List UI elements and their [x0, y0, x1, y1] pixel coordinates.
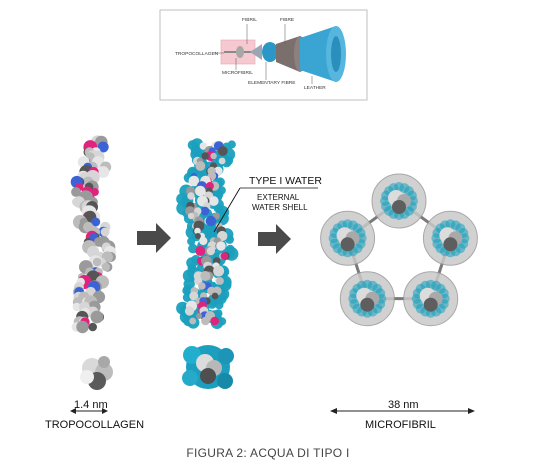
microfibril-ring	[320, 173, 478, 327]
water-molecule	[227, 140, 236, 149]
hierarchy-inset: TROPOCOLLAGEN FIBRIL FIBRE MICROFIBRIL E…	[159, 9, 368, 101]
helix-residue	[187, 212, 195, 220]
unit-core	[340, 237, 355, 252]
helix-residue	[188, 175, 200, 187]
scale-microfibril-value: 38 nm	[388, 399, 419, 411]
helix-residue	[200, 271, 211, 281]
inset-fibril	[250, 44, 262, 60]
helix-residue	[189, 291, 199, 301]
helix-residue	[91, 217, 101, 227]
inset-label-microfibril: MICROFIBRIL	[222, 70, 253, 76]
inset-leather-inner	[331, 36, 341, 72]
helix-residue	[210, 152, 217, 160]
scale-bar-arrow	[468, 408, 475, 414]
helix-residue	[187, 192, 195, 200]
hydrated-cross-section	[182, 345, 234, 389]
helix-residue	[100, 227, 110, 237]
arrow-right-icon	[258, 224, 291, 254]
hydrated-xsec-core	[200, 368, 216, 384]
helix-residue	[90, 310, 104, 324]
helix-residue	[218, 157, 226, 165]
label-external-line2: WATER SHELL	[252, 203, 308, 212]
water-molecule	[188, 243, 198, 254]
helix-residue	[210, 316, 219, 326]
helix-residue	[97, 141, 109, 153]
inset-leather	[300, 26, 336, 82]
helix-residue	[88, 322, 97, 332]
inset-elementary-fibre	[262, 42, 278, 62]
scale-tropocollagen: 1.4 nm TROPOCOLLAGEN	[45, 399, 144, 431]
inset-label-tropocollagen: TROPOCOLLAGEN	[175, 51, 219, 57]
helix-residue	[216, 277, 224, 285]
helix-residue	[71, 187, 81, 197]
unit-core	[392, 200, 406, 214]
label-external-line1: EXTERNAL	[257, 193, 300, 202]
tropo-xsec-lobe	[98, 356, 110, 368]
helix-residue	[196, 313, 203, 319]
label-microfibril: MICROFIBRIL	[365, 419, 436, 431]
hydrated-helix	[176, 138, 239, 330]
helix-residue	[211, 292, 219, 300]
helix-residue	[195, 185, 206, 197]
scale-bar-arrow	[70, 408, 76, 414]
helix-residue	[194, 227, 201, 235]
scale-microfibril: 38 nm MICROFIBRIL	[330, 399, 475, 431]
helix-residue	[199, 236, 208, 246]
hydrated-xsec-shell	[218, 348, 234, 364]
helix-residue	[189, 317, 197, 325]
hydrated-xsec-shell	[217, 373, 233, 389]
helix-residue	[205, 215, 217, 227]
figure-caption: FIGURA 2: ACQUA DI TIPO I	[186, 446, 350, 460]
helix-residue	[220, 252, 229, 260]
unit-core	[423, 297, 438, 312]
inset-fibre	[276, 36, 300, 72]
water-molecule	[225, 235, 235, 244]
helix-residue	[198, 282, 206, 290]
helix-residue	[201, 152, 209, 160]
helix-residue	[195, 246, 206, 256]
hydrated-xsec-shell	[182, 370, 198, 386]
water-molecule	[187, 237, 196, 246]
tropocollagen-helix	[70, 135, 116, 334]
tropo-xsec-lobe	[80, 370, 94, 384]
helix-residue	[216, 241, 226, 251]
helix-residue	[199, 142, 207, 150]
water-pointer-line	[213, 187, 241, 233]
label-tropocollagen: TROPOCOLLAGEN	[45, 419, 144, 431]
water-molecule	[214, 300, 224, 310]
inset-label-leather: LEATHER	[304, 85, 326, 91]
tropocollagen-cross-section	[80, 356, 113, 390]
helix-residue	[194, 233, 201, 239]
helix-residue	[101, 262, 111, 272]
hydrated-xsec-shell	[183, 346, 201, 364]
helix-residue	[217, 146, 228, 156]
scale-bar-arrow	[102, 408, 108, 414]
inset-label-fibre: FIBRE	[280, 17, 294, 23]
helix-residue	[195, 161, 206, 171]
label-type-i-water: TYPE I WATER	[249, 175, 322, 187]
scale-tropocollagen-value: 1.4 nm	[74, 399, 108, 411]
helix-residue	[76, 320, 89, 334]
unit-core	[360, 297, 375, 312]
helix-residue	[184, 306, 195, 316]
inset-microfibril	[236, 46, 244, 58]
helix-residue	[92, 257, 102, 267]
helix-residue	[206, 246, 215, 256]
water-molecule	[182, 269, 196, 283]
helix-residue	[200, 206, 210, 216]
helix-residue	[72, 302, 82, 312]
helix-residue	[97, 166, 110, 178]
inset-label-fibril: FIBRIL	[242, 17, 257, 23]
helix-residue	[213, 265, 225, 277]
helix-residue	[201, 316, 210, 326]
unit-core	[443, 237, 458, 252]
scale-bar-arrow	[330, 408, 337, 414]
arrow-right-icon	[137, 223, 171, 253]
inset-label-elementary-fibre: ELEMENTARY FIBRE	[248, 80, 295, 86]
helix-residue	[208, 196, 219, 206]
